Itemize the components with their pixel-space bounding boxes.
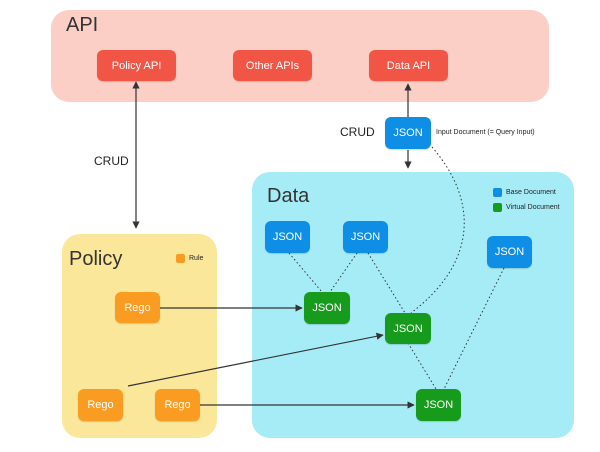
data-api-button[interactable]: Data API — [369, 50, 448, 81]
base-document-legend-label: Base Document — [506, 189, 556, 196]
base-json-2: JSON — [343, 221, 388, 253]
api-title: API — [66, 14, 99, 36]
rule-legend-label: Rule — [189, 255, 204, 262]
input-json-node: JSON — [385, 117, 431, 149]
virtual-json-2: JSON — [385, 313, 431, 344]
virtual-document-legend-swatch — [493, 203, 502, 212]
dependency-lines — [288, 146, 505, 390]
other-apis-button[interactable]: Other APIs — [233, 50, 312, 81]
rego2-arrow — [127, 332, 384, 387]
crud-label-data: CRUD — [340, 125, 375, 139]
policy-title: Policy — [69, 248, 123, 270]
crud-label-policy: CRUD — [94, 154, 129, 168]
input-document-caption: Input Document (= Query Input) — [436, 129, 535, 136]
base-json-1: JSON — [265, 221, 310, 253]
virtual-json-1: JSON — [304, 292, 350, 324]
data-title: Data — [267, 185, 310, 207]
base-document-legend-swatch — [493, 188, 502, 197]
base-json-3: JSON — [487, 236, 532, 268]
rego-rule-2: Rego — [78, 389, 123, 421]
rego-rule-3: Rego — [155, 389, 200, 421]
rego-rule-1: Rego — [115, 292, 160, 323]
virtual-document-legend-label: Virtual Document — [506, 204, 560, 211]
policy-api-button[interactable]: Policy API — [97, 50, 176, 81]
virtual-json-3: JSON — [416, 389, 461, 421]
rule-legend-swatch — [176, 254, 185, 263]
